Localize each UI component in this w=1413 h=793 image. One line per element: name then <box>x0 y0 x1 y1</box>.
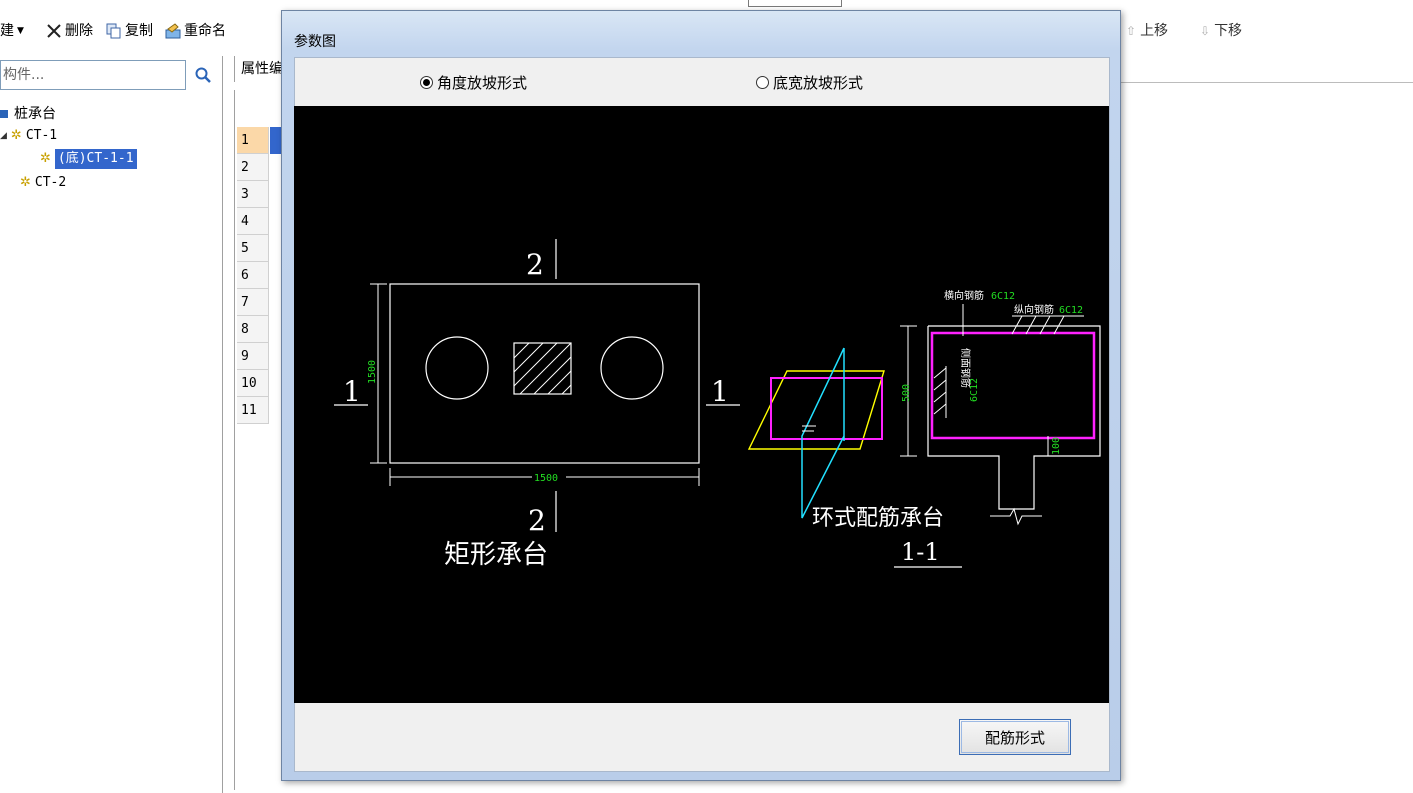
longitudinal-leader <box>1011 315 1084 335</box>
search-input[interactable]: 构件... <box>0 60 186 90</box>
rename-button-label: 重命名 <box>184 23 226 39</box>
tree-item-label: (底)CT-1-1 <box>54 149 137 169</box>
grid-row-number[interactable]: 3 <box>237 181 269 208</box>
pile-circle-right <box>600 336 664 400</box>
section-label: 1-1 <box>901 538 940 566</box>
side-rebar-label: 侧面钢筋 <box>959 348 972 388</box>
tree-root-label: 桩承台 <box>14 106 56 122</box>
dimension-vertical <box>370 283 387 464</box>
arrow-down-icon: ⇩ <box>1200 24 1211 38</box>
delete-x-icon <box>47 24 61 38</box>
search-placeholder: 构件... <box>3 67 45 83</box>
gear-icon: ✲ <box>40 151 51 166</box>
plan-caption: 矩形承台 <box>444 540 548 570</box>
component-tree-panel <box>0 56 223 793</box>
section-1-right-label: 1 <box>711 375 729 408</box>
panel-divider <box>1120 82 1413 83</box>
pile-circle-left <box>425 336 489 400</box>
property-grid: 1 2 3 4 5 6 7 8 9 10 11 <box>234 90 285 790</box>
side-rebar-spec: 6C12 <box>969 378 980 402</box>
section-1-left-label: 1 <box>343 375 361 408</box>
search-button[interactable] <box>188 60 218 90</box>
folder-icon <box>0 110 8 118</box>
search-icon <box>195 67 211 83</box>
transverse-rebar-label: 横向钢筋 <box>944 289 984 302</box>
copy-button[interactable]: 复制 <box>106 20 153 42</box>
collapse-arrow-icon: ◢ <box>0 131 7 141</box>
column-hatch <box>513 342 572 395</box>
move-down-button[interactable]: ⇩ 下移 <box>1200 20 1242 42</box>
tab-properties-label: 属性编 <box>241 61 283 77</box>
tab-properties[interactable]: 属性编 <box>234 56 291 82</box>
new-button[interactable]: 建 ▼ <box>0 20 24 42</box>
rename-button[interactable]: 重命名 <box>165 20 226 42</box>
longitudinal-rebar-label: 纵向钢筋 <box>1014 303 1054 316</box>
radio-width-slope[interactable]: 底宽放坡形式 <box>756 56 863 108</box>
section-2-top-label: 2 <box>526 248 544 281</box>
rebar-form-button[interactable]: 配筋形式 <box>959 719 1071 755</box>
rebar-ring-magenta <box>770 377 883 440</box>
side-leader <box>933 366 947 418</box>
dim-500-label: 500 <box>901 384 912 402</box>
delete-button-label: 删除 <box>65 23 93 39</box>
section-outline <box>927 325 1101 510</box>
grid-row-number[interactable]: 5 <box>237 235 269 262</box>
window-top-strip <box>748 0 842 7</box>
section-caption: 环式配筋承台 <box>812 506 944 531</box>
move-up-label: 上移 <box>1140 23 1169 39</box>
sketch-tick <box>802 425 816 432</box>
grid-row-number[interactable]: 8 <box>237 316 269 343</box>
slope-cyan <box>801 347 845 519</box>
grid-row-number[interactable]: 11 <box>237 397 269 424</box>
tree-root-pile-cap[interactable]: 桩承台 <box>0 104 56 124</box>
parameter-drawing-canvas: 2 2 1 1 1500 1500 矩形承台 <box>294 106 1109 703</box>
radio-angle-label: 角度放坡形式 <box>437 73 528 92</box>
dimension-horizontal-label: 1500 <box>534 473 558 484</box>
section-2-bottom-label: 2 <box>528 504 546 537</box>
longitudinal-rebar-spec: 6C12 <box>1059 305 1083 316</box>
grid-row-number[interactable]: 7 <box>237 289 269 316</box>
break-line <box>990 507 1042 526</box>
radio-unselected-icon <box>756 75 769 89</box>
section-rebar-ring <box>930 331 1096 440</box>
plan-outline <box>389 283 700 464</box>
radio-width-label: 底宽放坡形式 <box>773 73 864 92</box>
tree-item-ct-2[interactable]: ✲ CT-2 <box>20 173 66 193</box>
slab-yellow <box>747 370 885 450</box>
delete-button[interactable]: 删除 <box>46 20 93 42</box>
transverse-rebar-spec: 6C12 <box>991 291 1015 302</box>
grid-row-number[interactable]: 4 <box>237 208 269 235</box>
tree-item-label: CT-2 <box>34 175 67 190</box>
gear-icon: ✲ <box>10 128 22 143</box>
dialog-title: 参数图 <box>294 34 336 50</box>
radio-angle-slope[interactable]: 角度放坡形式 <box>420 56 527 108</box>
section-dim-500 <box>900 325 917 457</box>
gear-icon: ✲ <box>20 175 31 190</box>
move-up-button[interactable]: ⇧ 上移 <box>1126 20 1168 42</box>
tree-item-ct-1-1[interactable]: ✲ (底)CT-1-1 <box>40 149 137 169</box>
dimension-label-mask <box>532 470 566 483</box>
grid-row-number[interactable]: 1 <box>237 127 269 154</box>
grid-selected-cell[interactable] <box>270 127 284 154</box>
rename-icon <box>165 23 181 39</box>
tree-item-ct-1[interactable]: ◢ ✲ CT-1 <box>0 126 57 146</box>
radio-selected-icon <box>420 75 433 89</box>
copy-button-label: 复制 <box>125 23 153 39</box>
pile-cap-drawing: 2 2 1 1 1500 1500 矩形承台 <box>334 239 1101 570</box>
copy-icon <box>106 23 121 39</box>
dropdown-arrow-icon: ▼ <box>17 26 24 36</box>
dim-100-label: 100 <box>1051 437 1062 455</box>
grid-row-number[interactable]: 10 <box>237 370 269 397</box>
grid-row-number[interactable]: 2 <box>237 154 269 181</box>
arrow-up-icon: ⇧ <box>1126 24 1137 38</box>
tree-item-label: CT-1 <box>25 128 58 143</box>
move-down-label: 下移 <box>1214 23 1243 39</box>
grid-row-number[interactable]: 9 <box>237 343 269 370</box>
rebar-form-label: 配筋形式 <box>984 728 1045 747</box>
grid-row-number[interactable]: 6 <box>237 262 269 289</box>
dimension-vertical-label: 1500 <box>367 360 378 384</box>
new-button-label: 建 <box>0 23 14 39</box>
